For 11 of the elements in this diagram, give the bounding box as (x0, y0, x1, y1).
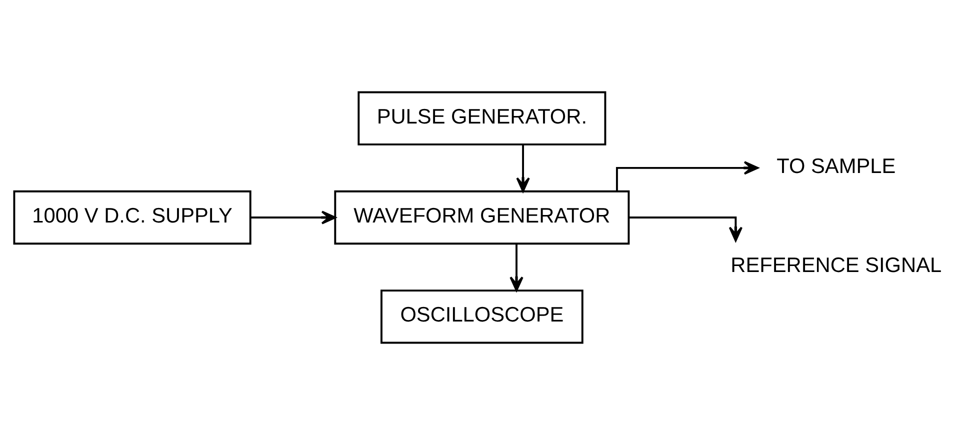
node-text: REFERENCE SIGNAL (730, 254, 942, 278)
node-text: TO SAMPLE (776, 154, 896, 178)
node-box: 1000 V D.C. SUPPLY (12, 190, 251, 245)
node-box: WAVEFORM GENERATOR (334, 190, 630, 245)
arrow (516, 144, 530, 192)
arrow (628, 216, 742, 242)
node-box: PULSE GENERATOR. (357, 91, 606, 146)
node-box: OSCILLOSCOPE (380, 290, 583, 344)
arrow (615, 161, 758, 191)
arrow (509, 244, 523, 292)
arrow (250, 210, 336, 224)
